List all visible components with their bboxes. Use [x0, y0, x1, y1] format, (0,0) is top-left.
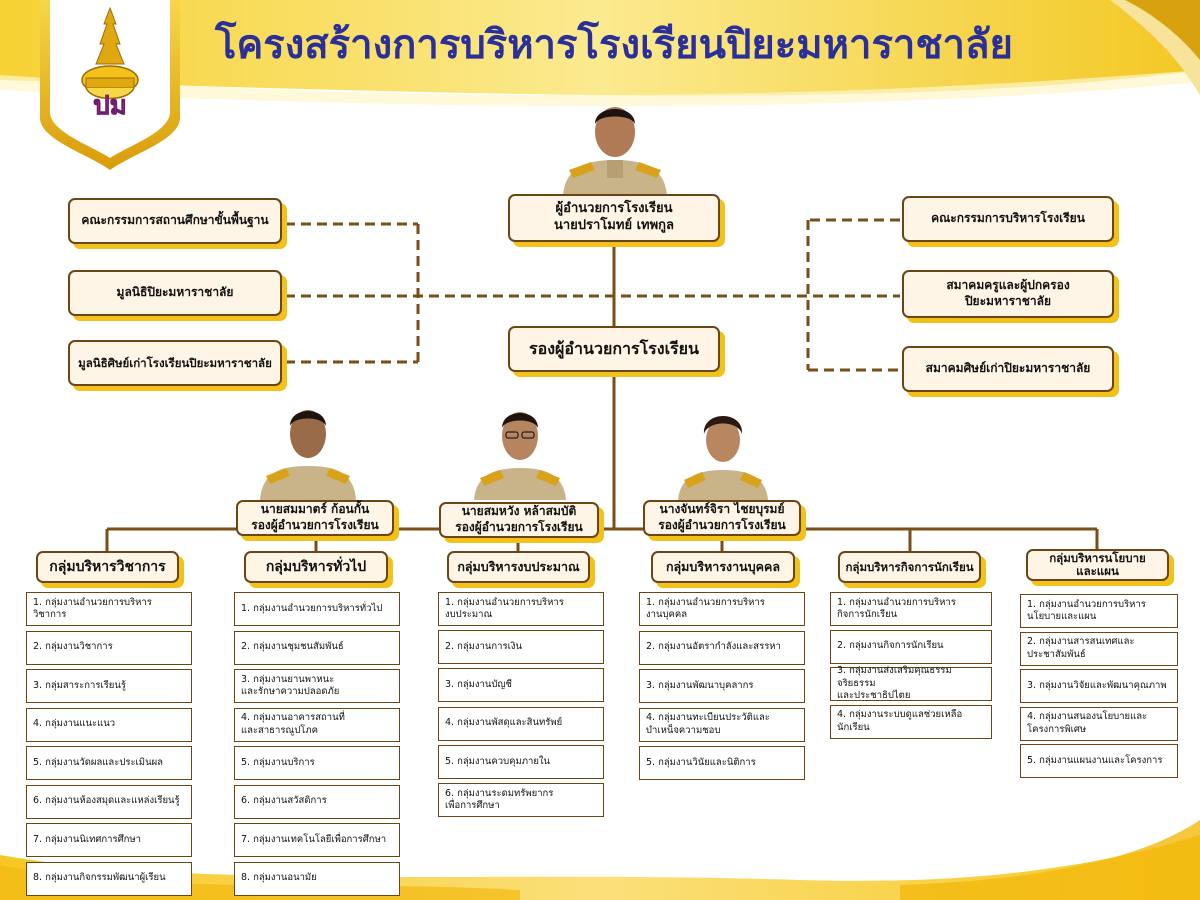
- task-item: 2. กลุ่มงานอัตรากำลังและสรรหา: [639, 630, 805, 665]
- task-item: 1. กลุ่มงานอำนวยการบริหาร งบประมาณ: [438, 592, 604, 626]
- dept-student-affairs: กลุ่มบริหารกิจการนักเรียน: [838, 551, 981, 583]
- deputy-3-role: รองผู้อำนวยการโรงเรียน: [658, 518, 786, 532]
- deputy-heading-box: รองผู้อำนวยการโรงเรียน: [508, 326, 720, 372]
- task-item: 6. กลุ่มงานสวัสดิการ: [234, 784, 400, 819]
- deputy-3-name: นางจันทร์จิรา ไชยบุรมย์: [659, 502, 785, 517]
- task-item: 4. กลุ่มงานแนะแนว: [26, 707, 192, 742]
- task-item: 1. กลุ่มงานอำนวยการบริหารวิชาการ: [26, 592, 192, 626]
- dept-budget: กลุ่มบริหารงบประมาณ: [447, 551, 590, 583]
- task-item: 2. กลุ่มงานสารสนเทศและ ประชาสัมพันธ์: [1020, 631, 1178, 666]
- task-item: 1. กลุ่มงานอำนวยการบริหาร กิจการนักเรียน: [830, 592, 992, 626]
- task-item: 6. กลุ่มงานระดมทรัพยากร เพื่อการศึกษา: [438, 783, 604, 817]
- task-item: 4. กลุ่มงานสนองนโยบายและ โครงการพิเศษ: [1020, 706, 1178, 741]
- task-item: 1. กลุ่มงานอำนวยการบริหาร นโยบายและแผน: [1020, 594, 1178, 628]
- deputy-2-role: รองผู้อำนวยการโรงเรียน: [455, 520, 583, 534]
- task-item: 2. กลุ่มงานวิชาการ: [26, 630, 192, 665]
- task-item: 1. กลุ่มงานอำนวยการบริหาร งานบุคคล: [639, 592, 805, 626]
- task-item: 5. กลุ่มงานวินัยและนิติการ: [639, 746, 805, 780]
- task-item: 3. กลุ่มงานบัญชี: [438, 668, 604, 703]
- task-item: 4. กลุ่มงานพัสดุและสินทรัพย์: [438, 706, 604, 741]
- director-photo: [563, 107, 667, 196]
- director-box: ผู้อำนวยการโรงเรียน นายปราโมทย์ เทพกูล: [508, 194, 720, 242]
- task-item: 5. กลุ่มงานควบคุมภายใน: [438, 744, 604, 779]
- dept-policy-planning: กลุ่มบริหารนโยบาย และแผน: [1026, 549, 1169, 581]
- task-item: 1. กลุ่มงานอำนวยการบริหารทั่วไป: [234, 592, 400, 626]
- crown-emblem-icon: [81, 6, 139, 100]
- task-item: 3. กลุ่มงานวิจัยและพัฒนาคุณภาพ: [1020, 669, 1178, 703]
- committee-parent-teacher-assoc: สมาคมครูและผู้ปกครอง ปิยะมหาราชาลัย: [902, 270, 1114, 318]
- deputy-2-name: นายสมหวัง หล้าสมบัติ: [461, 504, 577, 519]
- task-item: 8. กลุ่มงานอนามัย: [234, 861, 400, 896]
- task-item: 6. กลุ่มงานห้องสมุดและแหล่งเรียนรู้: [26, 784, 192, 819]
- committee-alumni-foundation: มูลนิธิศิษย์เก่าโรงเรียนปิยะมหาราชาลัย: [68, 340, 282, 386]
- task-item: 4. กลุ่มงานอาคารสถานที่ และสาธารณูปโภค: [234, 707, 400, 742]
- dept-general: กลุ่มบริหารทั่วไป: [244, 551, 388, 583]
- page-title: โครงสร้างการบริหารโรงเรียนปิยะมหาราชาลัย: [215, 22, 1013, 68]
- task-item: 2. กลุ่มงานกิจการนักเรียน: [830, 629, 992, 664]
- task-item: 5. กลุ่มงานวัดผลและประเมินผล: [26, 746, 192, 780]
- task-item: 7. กลุ่มงานนิเทศการศึกษา: [26, 823, 192, 857]
- committee-piyamaharachalai-foundation: มูลนิธิปิยะมหาราชาลัย: [68, 270, 282, 316]
- deputy-2-photo: [474, 412, 566, 500]
- deputy-3-box: นางจันทร์จิรา ไชยบุรมย์ รองผู้อำนวยการโร…: [643, 500, 801, 536]
- task-item: 8. กลุ่มงานกิจกรรมพัฒนาผู้เรียน: [26, 861, 192, 896]
- logo-text: ปม: [93, 91, 127, 121]
- deputy-1-box: นายสมมาตร์ ก้อนกั้น รองผู้อำนวยการโรงเรี…: [236, 500, 394, 536]
- committee-school-board: คณะกรรมการบริหารโรงเรียน: [902, 196, 1114, 242]
- deputy-2-box: นายสมหวัง หล้าสมบัติ รองผู้อำนวยการโรงเร…: [439, 502, 599, 538]
- dept-personnel: กลุ่มบริหารงานบุคคล: [651, 551, 795, 583]
- task-item: 5. กลุ่มงานบริการ: [234, 746, 400, 780]
- task-item: 2. กลุ่มงานการเงิน: [438, 630, 604, 665]
- deputy-1-role: รองผู้อำนวยการโรงเรียน: [251, 518, 379, 532]
- task-item: 4. กลุ่มงานระบบดูแลช่วยเหลือ นักเรียน: [830, 704, 992, 739]
- task-item: 5. กลุ่มงานแผนงานและโครงการ: [1020, 744, 1178, 778]
- director-name: นายปราโมทย์ เทพกูล: [553, 218, 675, 233]
- dept-academic: กลุ่มบริหารวิชาการ: [36, 551, 179, 583]
- task-item: 3. กลุ่มสาระการเรียนรู้: [26, 669, 192, 703]
- task-item: 2. กลุ่มงานชุมชนสัมพันธ์: [234, 630, 400, 665]
- committee-basic-education-board: คณะกรรมการสถานศึกษาขั้นพื้นฐาน: [68, 198, 282, 244]
- task-item: 7. กลุ่มงานเทคโนโลยีเพื่อการศึกษา: [234, 823, 400, 857]
- task-item: 3. กลุ่มงานส่งเสริมคุณธรรมจริยธรรม และปร…: [830, 665, 992, 701]
- task-item: 4. กลุ่มงานทะเบียนประวัติและ บำเหน็จความ…: [639, 707, 805, 742]
- task-item: 3. กลุ่มงานยานพาหนะ และรักษาความปลอดภัย: [234, 669, 400, 703]
- deputy-1-photo: [260, 410, 356, 500]
- deputy-1-name: นายสมมาตร์ ก้อนกั้น: [260, 502, 370, 517]
- committee-alumni-assoc: สมาคมศิษย์เก่าปิยะมหาราชาลัย: [902, 346, 1114, 392]
- task-item: 3. กลุ่มงานพัฒนาบุคลากร: [639, 669, 805, 703]
- deputy-3-photo: [678, 416, 768, 500]
- director-title: ผู้อำนวยการโรงเรียน: [555, 201, 673, 217]
